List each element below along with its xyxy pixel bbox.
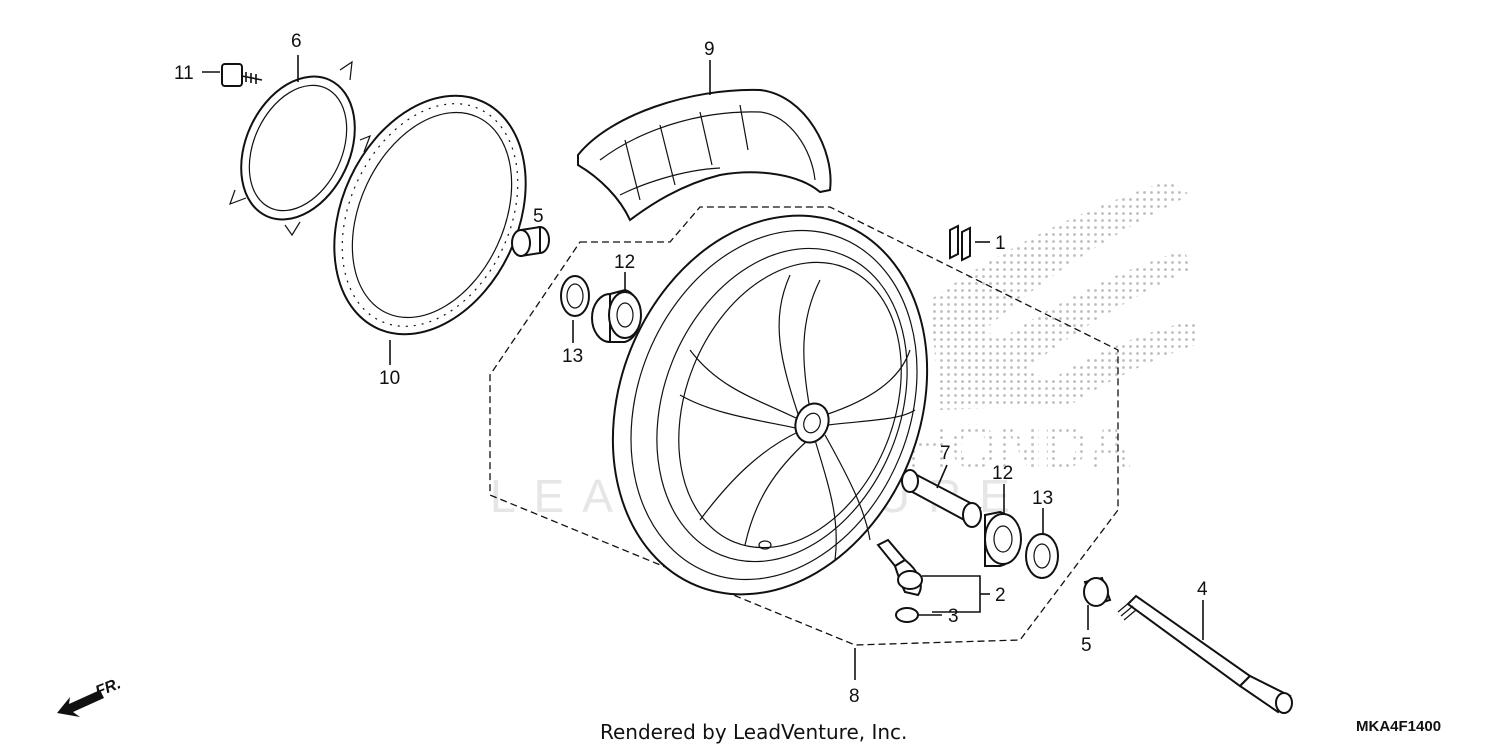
pulser-ring-part <box>229 60 372 237</box>
front-direction-arrow-icon <box>57 690 104 717</box>
seal-left-part <box>560 275 590 317</box>
valve-stem-part <box>876 538 923 597</box>
callout-3: 3 <box>948 606 959 627</box>
callout-1: 1 <box>995 233 1006 254</box>
tire-part <box>577 88 832 222</box>
callout-13-left: 13 <box>562 346 583 367</box>
axle-part <box>1117 594 1293 714</box>
callout-11: 11 <box>174 63 194 84</box>
svg-text:HONDA: HONDA <box>905 413 1132 482</box>
callout-5-right: 5 <box>1081 635 1092 656</box>
assembly-outline <box>489 206 1119 646</box>
diagram-code: MKA4F1400 <box>1356 718 1441 735</box>
callout-5-left: 5 <box>533 206 544 227</box>
balance-weight-part <box>949 224 971 262</box>
callout-13-right: 13 <box>1032 488 1053 509</box>
collar-left-part <box>511 225 550 258</box>
callout-8: 8 <box>849 686 860 707</box>
distance-collar-part <box>901 469 982 528</box>
bolt-part <box>221 63 263 87</box>
o-ring-part <box>895 607 919 623</box>
callout-12-left: 12 <box>614 252 635 273</box>
collar-right-part <box>1083 576 1112 607</box>
callout-7: 7 <box>940 443 951 464</box>
callout-9: 9 <box>704 39 715 60</box>
wheel-part <box>611 214 929 596</box>
brake-disc-part <box>333 94 527 336</box>
seal-right-part <box>1025 533 1059 579</box>
brand-logo-watermark: HONDA <box>905 180 1195 482</box>
bearing-left-part <box>591 288 642 343</box>
callout-4: 4 <box>1197 579 1208 600</box>
callout-6: 6 <box>291 31 302 52</box>
callout-12-right: 12 <box>992 463 1013 484</box>
bearing-right-part <box>984 510 1022 567</box>
direction-label: FR. <box>93 675 123 700</box>
callout-10: 10 <box>379 368 400 389</box>
callout-2: 2 <box>995 585 1006 606</box>
rendered-by-credit: Rendered by LeadVenture, Inc. <box>600 720 907 744</box>
leader-lines <box>202 55 1204 680</box>
